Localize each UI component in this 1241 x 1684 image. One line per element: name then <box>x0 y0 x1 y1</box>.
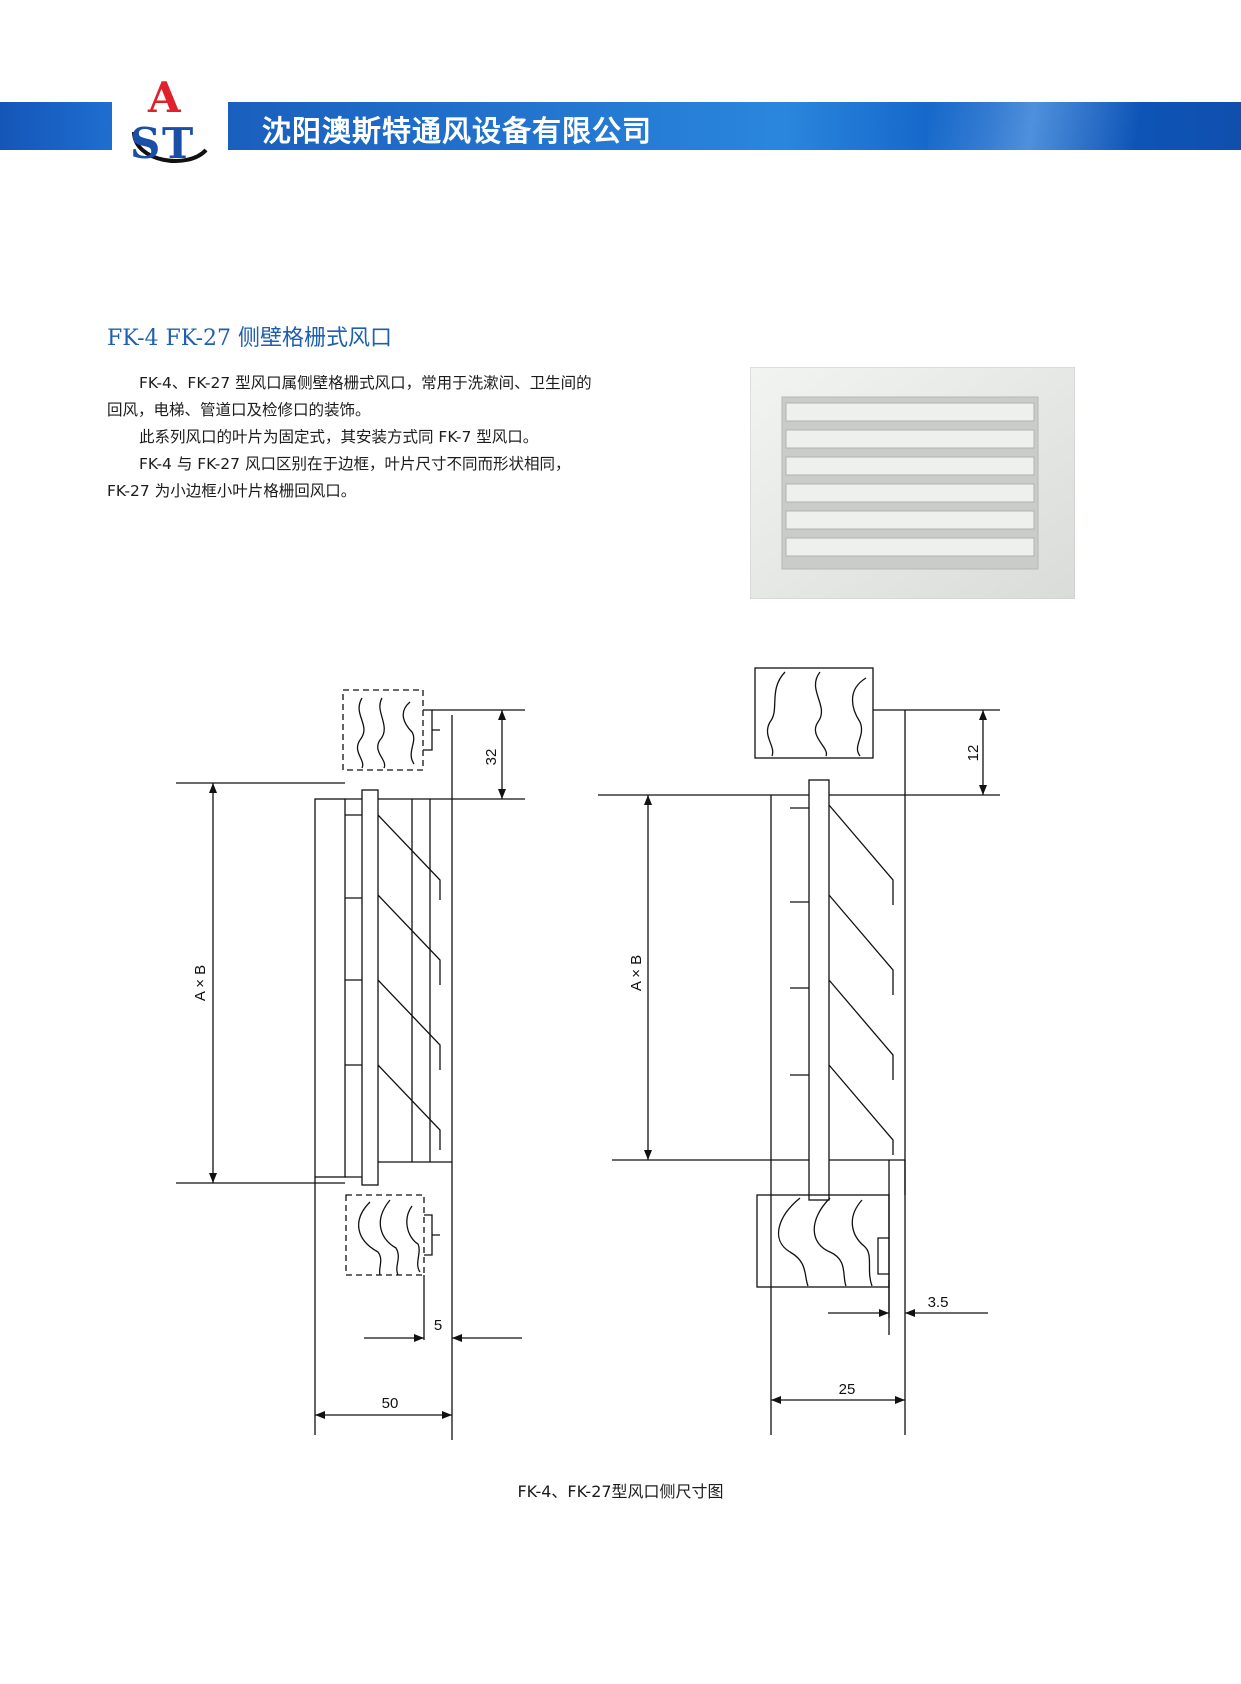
paragraph-2: 此系列风口的叶片为固定式，其安装方式同 FK-7 型风口。 <box>107 424 647 451</box>
logo-letter-s: S <box>130 119 160 168</box>
company-logo: A S T <box>130 73 208 168</box>
wood-grain <box>851 677 867 757</box>
paragraph-3: FK-4 与 FK-27 风口区别在于边框，叶片尺寸不同而形状相同， FK-27… <box>107 451 647 505</box>
wood-grain <box>377 697 386 769</box>
paragraph-1: FK-4、FK-27 型风口属侧壁格栅式风口，常用于洗漱间、卫生间的 回风，电梯… <box>107 370 647 424</box>
logo-swoosh <box>132 131 208 163</box>
frame-tab <box>877 1237 889 1275</box>
wall-block-top <box>342 689 424 771</box>
header-banner-left <box>0 102 112 150</box>
wood-grain <box>778 1197 809 1287</box>
wood-grain <box>402 701 415 765</box>
paragraph-line: 回风，电梯、管道口及检修口的装饰。 <box>107 401 371 419</box>
dim-label-25: 25 <box>839 1381 856 1398</box>
paragraph-line: FK-4、FK-27 型风口属侧壁格栅式风口，常用于洗漱间、卫生间的 <box>139 374 592 392</box>
logo-letter-a: A <box>147 73 182 122</box>
frame-tab-bottom <box>424 1214 440 1256</box>
dimension-drawing: A × B 32 5 50 A × B 12 3.5 25 <box>176 667 1000 1440</box>
left-view <box>176 689 525 1440</box>
wall-block-top <box>754 667 874 759</box>
blades <box>345 814 441 1150</box>
dim-label-32: 32 <box>483 749 500 766</box>
wood-grain <box>356 697 365 769</box>
wood-grain <box>851 1199 873 1287</box>
dim-label-axb-right: A × B <box>628 955 645 991</box>
wood-grain <box>406 1205 421 1273</box>
paragraph-line: FK-27 为小边框小叶片格栅回风口。 <box>107 482 357 500</box>
dim-label-axb-left: A × B <box>192 965 209 1001</box>
front-flange <box>808 779 830 1201</box>
banner-highlight <box>928 102 1188 150</box>
grille-blades <box>785 402 1035 557</box>
paragraph-line: 此系列风口的叶片为固定式，其安装方式同 FK-7 型风口。 <box>139 428 539 446</box>
blades <box>790 804 894 1155</box>
header-banner <box>228 102 1241 150</box>
dim-label-5: 5 <box>434 1317 442 1334</box>
front-flange <box>361 789 379 1186</box>
section-title: FK-4 FK-27 侧壁格栅式风口 <box>107 326 393 351</box>
product-photo <box>750 367 1075 599</box>
company-name: 沈阳澳斯特通风设备有限公司 <box>262 114 653 148</box>
outer-frame <box>314 798 346 1178</box>
wood-grain <box>814 671 828 757</box>
wall-block-bottom <box>345 1194 425 1276</box>
figure-caption: FK-4、FK-27型风口侧尺寸图 <box>517 1482 724 1501</box>
wood-grain <box>813 1197 847 1287</box>
wood-grain <box>379 1199 399 1276</box>
wood-grain <box>358 1201 382 1276</box>
dim-label-12: 12 <box>965 745 982 762</box>
dim-label-50: 50 <box>382 1395 399 1412</box>
right-view <box>598 667 1000 1435</box>
paragraph-line: FK-4 与 FK-27 风口区别在于边框，叶片尺寸不同而形状相同， <box>139 455 571 473</box>
dim-label-3-5: 3.5 <box>928 1294 949 1311</box>
frame-tab-top <box>423 709 440 751</box>
logo-letter-t: T <box>162 119 193 168</box>
wood-grain <box>766 671 786 757</box>
